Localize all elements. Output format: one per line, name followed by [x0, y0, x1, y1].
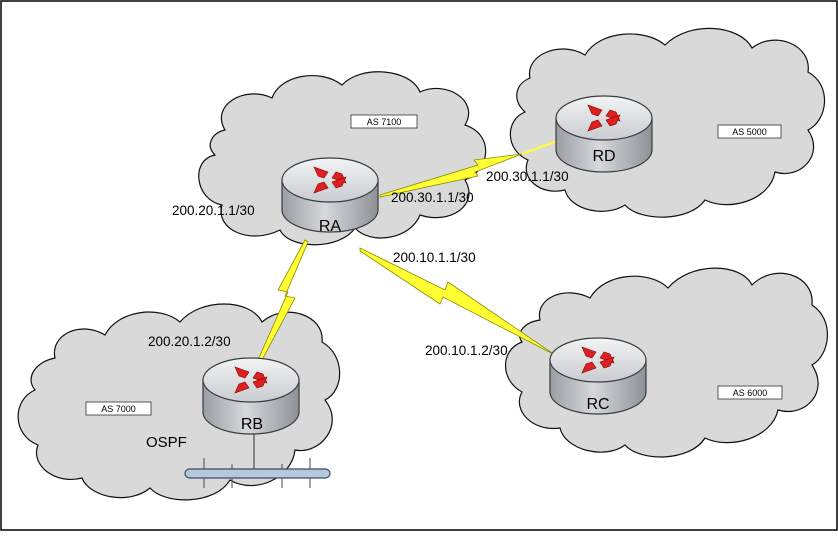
as-label-7000: AS 7000 [101, 404, 136, 414]
as-label-box [717, 124, 782, 139]
interface-ip-rb-ra: 200.20.1.2/30 [148, 334, 231, 349]
interface-ip-ra-rd: 200.30.1.1/30 [391, 190, 474, 205]
cloud-icon [17, 303, 341, 501]
router-name-ra: RA [319, 218, 342, 235]
router-rc[interactable]: RC [549, 337, 647, 415]
as-label-box [85, 401, 152, 416]
as-label-5000: AS 5000 [732, 127, 767, 137]
serial-lightning-link-icon [359, 247, 556, 356]
router-name-rc: RC [586, 396, 609, 413]
protocol-label-ospf: OSPF [146, 434, 187, 451]
router-name-rb: RB [241, 416, 263, 433]
ethernet-segment-icon [184, 468, 331, 479]
as-label-6000: AS 6000 [733, 388, 768, 398]
router-name-rd: RD [592, 148, 615, 165]
router-ra[interactable]: RA [281, 157, 379, 235]
interface-ip-rd-ra: 200.30.1.1/30 [486, 169, 569, 184]
interface-ip-rc-ra: 200.10.1.2/30 [425, 343, 508, 358]
as-label-7100: AS 7100 [367, 117, 402, 127]
interface-ip-ra-rb: 200.20.1.1/30 [172, 203, 255, 218]
router-rd[interactable]: RD [555, 95, 653, 173]
serial-lightning-link-icon [379, 153, 523, 198]
as-label-box [350, 114, 418, 129]
router-rb[interactable]: RB [202, 357, 300, 435]
as-label-box [717, 385, 783, 400]
interface-ip-ra-rc: 200.10.1.1/30 [393, 250, 476, 265]
